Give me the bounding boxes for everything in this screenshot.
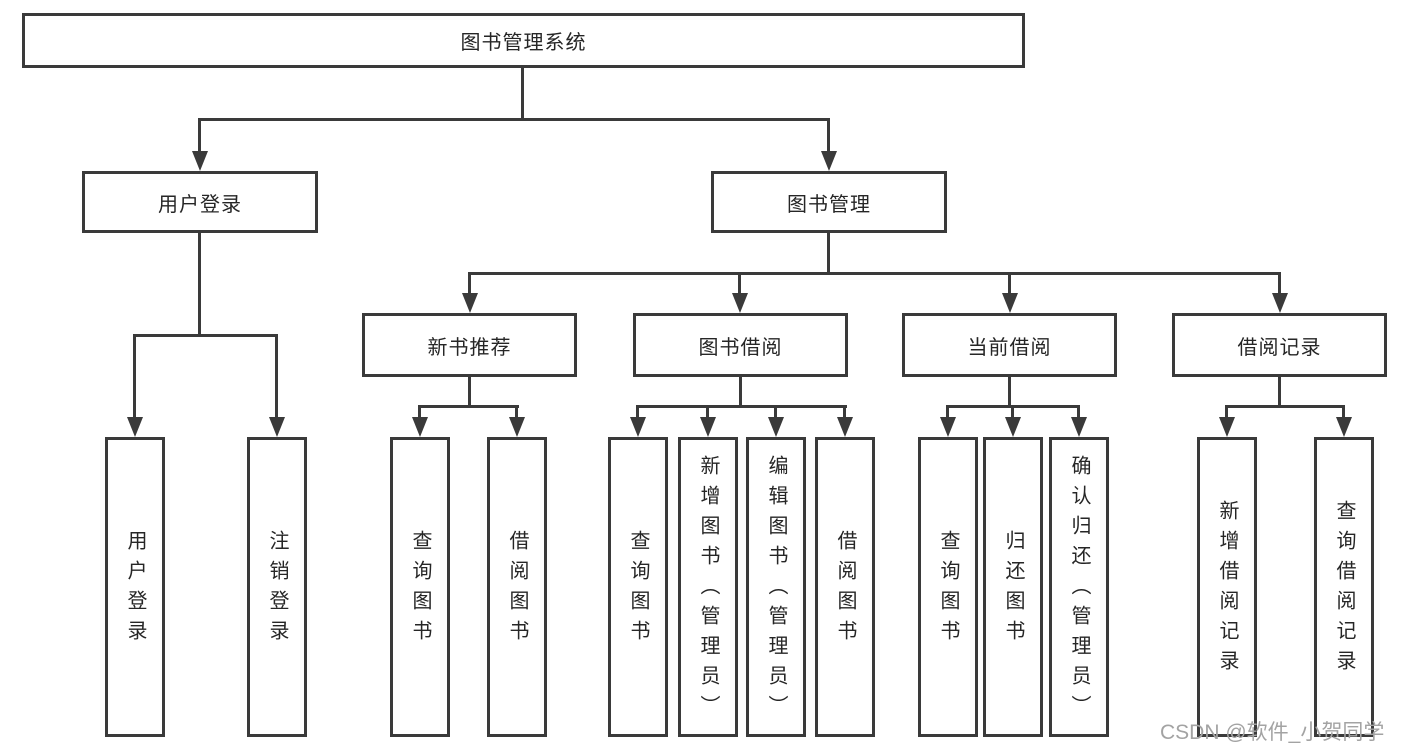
connector-line: [468, 272, 1281, 275]
leaf-borrowing-query-books: 查询图书: [608, 437, 668, 737]
node-current-borrowing: 当前借阅: [902, 313, 1117, 377]
leaf-newbook-borrow-books: 借阅图书: [487, 437, 547, 737]
connector-line: [946, 405, 949, 419]
connector-line: [706, 405, 709, 419]
connector-line: [418, 405, 519, 408]
connector-line: [636, 405, 847, 408]
arrow-down-icon: [940, 417, 956, 437]
leaf-logout-login: 注销登录: [247, 437, 307, 737]
arrow-down-icon: [630, 417, 646, 437]
leaf-newbook-query-books: 查询图书: [390, 437, 450, 737]
arrow-down-icon: [1219, 417, 1235, 437]
connector-line: [418, 405, 421, 419]
connector-line: [1077, 405, 1080, 419]
arrow-down-icon: [1071, 417, 1087, 437]
arrow-down-icon: [509, 417, 525, 437]
connector-line: [1278, 272, 1281, 295]
arrow-down-icon: [837, 417, 853, 437]
connector-line: [843, 405, 846, 419]
connector-line: [827, 233, 830, 275]
arrow-down-icon: [1336, 417, 1352, 437]
leaf-records-query-borrow-record: 查询借阅记录: [1314, 437, 1374, 737]
connector-line: [198, 118, 201, 154]
connector-line: [275, 334, 278, 419]
node-book-management: 图书管理: [711, 171, 947, 233]
leaf-borrowing-borrow-books: 借阅图书: [815, 437, 875, 737]
connector-line: [1278, 377, 1281, 408]
node-book-borrowing: 图书借阅: [633, 313, 848, 377]
arrow-down-icon: [700, 417, 716, 437]
leaf-user-login: 用户登录: [105, 437, 165, 737]
leaf-records-add-borrow-record: 新增借阅记录: [1197, 437, 1257, 737]
arrow-down-icon: [462, 293, 478, 313]
arrow-down-icon: [1005, 417, 1021, 437]
arrow-down-icon: [1002, 293, 1018, 313]
connector-line: [1008, 272, 1011, 295]
connector-line: [198, 233, 201, 337]
node-library-system: 图书管理系统: [22, 13, 1025, 68]
connector-line: [133, 334, 136, 419]
node-user-login: 用户登录: [82, 171, 318, 233]
connector-line: [521, 68, 524, 120]
arrow-down-icon: [412, 417, 428, 437]
arrow-down-icon: [768, 417, 784, 437]
connector-line: [636, 405, 639, 419]
connector-line: [198, 118, 830, 121]
arrow-down-icon: [269, 417, 285, 437]
connector-line: [774, 405, 777, 419]
connector-line: [1011, 405, 1014, 419]
connector-line: [739, 377, 742, 408]
connector-line: [133, 334, 278, 337]
leaf-current-query-books: 查询图书: [918, 437, 978, 737]
leaf-current-confirm-return-admin: 确认归还（管理员）: [1049, 437, 1109, 737]
leaf-current-return-books: 归还图书: [983, 437, 1043, 737]
connector-line: [1225, 405, 1345, 408]
arrow-down-icon: [732, 293, 748, 313]
csdn-watermark: CSDN @软件_小贺同学: [1160, 721, 1385, 744]
connector-line: [515, 405, 518, 419]
connector-line: [1225, 405, 1228, 419]
connector-line: [1342, 405, 1345, 419]
connector-line: [827, 118, 830, 154]
arrow-down-icon: [1272, 293, 1288, 313]
connector-line: [738, 272, 741, 295]
arrow-down-icon: [821, 151, 837, 171]
arrow-down-icon: [192, 151, 208, 171]
connector-line: [468, 377, 471, 408]
arrow-down-icon: [127, 417, 143, 437]
connector-line: [1008, 377, 1011, 408]
connector-line: [468, 272, 471, 295]
node-new-book-recommend: 新书推荐: [362, 313, 577, 377]
leaf-borrowing-edit-books-admin: 编辑图书（管理员）: [746, 437, 806, 737]
leaf-borrowing-add-books-admin: 新增图书（管理员）: [678, 437, 738, 737]
node-borrow-records: 借阅记录: [1172, 313, 1387, 377]
